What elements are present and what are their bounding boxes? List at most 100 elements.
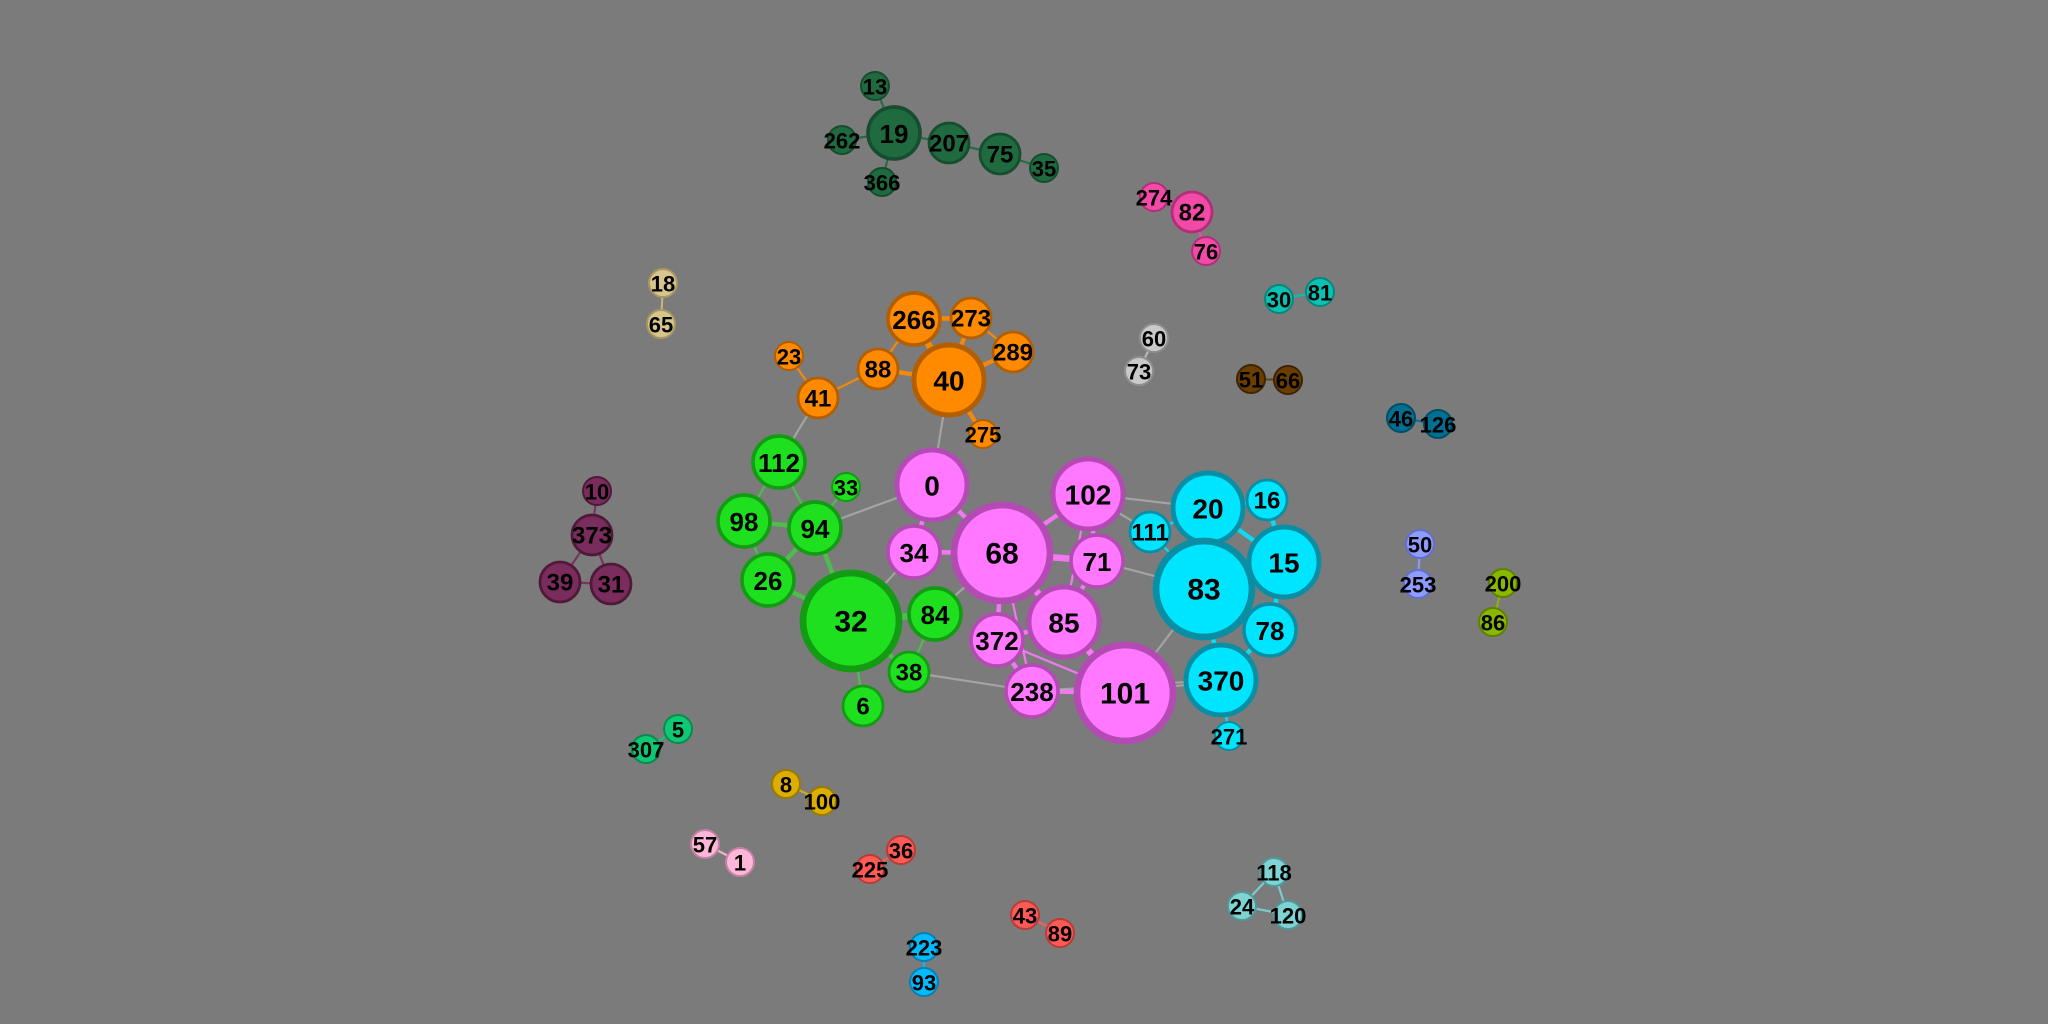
node-circle-78	[1242, 602, 1298, 658]
node-34[interactable]: 34	[886, 524, 942, 580]
node-circle-46	[1386, 403, 1416, 433]
node-30[interactable]: 30	[1264, 284, 1294, 314]
node-273[interactable]: 273	[949, 296, 993, 340]
node-13[interactable]: 13	[860, 71, 890, 101]
node-32[interactable]: 32	[799, 569, 903, 673]
node-circle-6	[841, 684, 885, 728]
node-50[interactable]: 50	[1405, 529, 1435, 559]
node-circle-43	[1010, 900, 1040, 930]
node-71[interactable]: 71	[1069, 533, 1125, 589]
node-1[interactable]: 1	[725, 847, 755, 877]
node-26[interactable]: 26	[740, 552, 796, 608]
node-label-225: 225	[852, 858, 889, 883]
node-46[interactable]: 46	[1386, 403, 1416, 433]
node-373[interactable]: 373	[570, 513, 614, 557]
node-253[interactable]: 253	[1400, 569, 1437, 599]
node-38[interactable]: 38	[887, 650, 931, 694]
node-60[interactable]: 60	[1139, 323, 1169, 353]
node-circle-71	[1069, 533, 1125, 589]
node-68[interactable]: 68	[950, 501, 1054, 605]
node-73[interactable]: 73	[1124, 356, 1154, 386]
node-10[interactable]: 10	[582, 476, 612, 506]
node-85[interactable]: 85	[1026, 584, 1102, 660]
node-271[interactable]: 271	[1211, 721, 1248, 751]
node-18[interactable]: 18	[648, 268, 678, 298]
node-23[interactable]: 23	[774, 341, 804, 371]
node-0[interactable]: 0	[894, 447, 970, 523]
node-39[interactable]: 39	[538, 560, 582, 604]
node-15[interactable]: 15	[1246, 524, 1322, 600]
node-circle-30	[1264, 284, 1294, 314]
node-83[interactable]: 83	[1152, 537, 1256, 641]
node-circle-35	[1029, 153, 1059, 183]
node-118[interactable]: 118	[1256, 857, 1292, 887]
node-100[interactable]: 100	[804, 786, 841, 816]
node-86[interactable]: 86	[1478, 607, 1508, 637]
node-66[interactable]: 66	[1273, 365, 1303, 395]
node-82[interactable]: 82	[1170, 190, 1214, 234]
node-88[interactable]: 88	[856, 347, 900, 391]
node-label-39: 39	[547, 570, 574, 597]
node-289[interactable]: 289	[991, 330, 1035, 374]
node-75[interactable]: 75	[978, 132, 1022, 176]
node-238[interactable]: 238	[1004, 663, 1060, 719]
node-65[interactable]: 65	[646, 309, 676, 339]
node-20[interactable]: 20	[1170, 470, 1246, 546]
node-275[interactable]: 275	[965, 419, 1002, 449]
node-102[interactable]: 102	[1050, 456, 1126, 532]
node-label-15: 15	[1268, 548, 1299, 579]
node-19[interactable]: 19	[866, 105, 922, 161]
node-78[interactable]: 78	[1242, 602, 1298, 658]
node-126[interactable]: 126	[1420, 409, 1457, 439]
node-225[interactable]: 225	[852, 854, 889, 884]
node-57[interactable]: 57	[690, 829, 720, 859]
node-24[interactable]: 24	[1227, 891, 1257, 921]
node-label-262: 262	[824, 129, 861, 154]
node-274[interactable]: 274	[1136, 182, 1173, 212]
node-101[interactable]: 101	[1073, 641, 1177, 745]
node-76[interactable]: 76	[1191, 236, 1221, 266]
node-223[interactable]: 223	[906, 932, 943, 962]
node-circle-100	[807, 786, 837, 816]
node-35[interactable]: 35	[1029, 153, 1059, 183]
node-circle-65	[646, 309, 676, 339]
node-label-18: 18	[651, 272, 675, 297]
node-label-76: 76	[1194, 240, 1218, 265]
node-51[interactable]: 51	[1236, 364, 1266, 394]
node-label-307: 307	[628, 738, 665, 763]
node-16[interactable]: 16	[1245, 478, 1289, 522]
node-112[interactable]: 112	[751, 434, 807, 490]
node-94[interactable]: 94	[787, 500, 843, 556]
node-262[interactable]: 262	[824, 125, 861, 155]
node-circle-66	[1273, 365, 1303, 395]
node-93[interactable]: 93	[909, 967, 939, 997]
node-111[interactable]: 111	[1128, 510, 1172, 554]
node-41[interactable]: 41	[796, 376, 840, 420]
node-307[interactable]: 307	[628, 734, 665, 764]
node-label-41: 41	[805, 386, 832, 413]
node-circle-19	[866, 105, 922, 161]
node-98[interactable]: 98	[716, 493, 772, 549]
node-36[interactable]: 36	[886, 835, 916, 865]
node-366[interactable]: 366	[864, 167, 901, 197]
node-label-57: 57	[693, 833, 717, 858]
node-circle-111	[1128, 510, 1172, 554]
node-370[interactable]: 370	[1183, 642, 1259, 718]
node-200[interactable]: 200	[1485, 568, 1522, 598]
node-89[interactable]: 89	[1045, 918, 1075, 948]
node-266[interactable]: 266	[886, 291, 942, 347]
node-label-89: 89	[1048, 922, 1072, 947]
node-40[interactable]: 40	[911, 342, 987, 418]
node-207[interactable]: 207	[927, 121, 971, 165]
node-6[interactable]: 6	[841, 684, 885, 728]
node-372[interactable]: 372	[969, 612, 1025, 668]
node-81[interactable]: 81	[1305, 277, 1335, 307]
node-43[interactable]: 43	[1010, 900, 1040, 930]
node-31[interactable]: 31	[589, 562, 633, 606]
node-5[interactable]: 5	[663, 714, 693, 744]
node-120[interactable]: 120	[1270, 900, 1307, 930]
node-33[interactable]: 33	[831, 472, 861, 502]
node-84[interactable]: 84	[907, 586, 963, 642]
node-8[interactable]: 8	[771, 769, 801, 799]
